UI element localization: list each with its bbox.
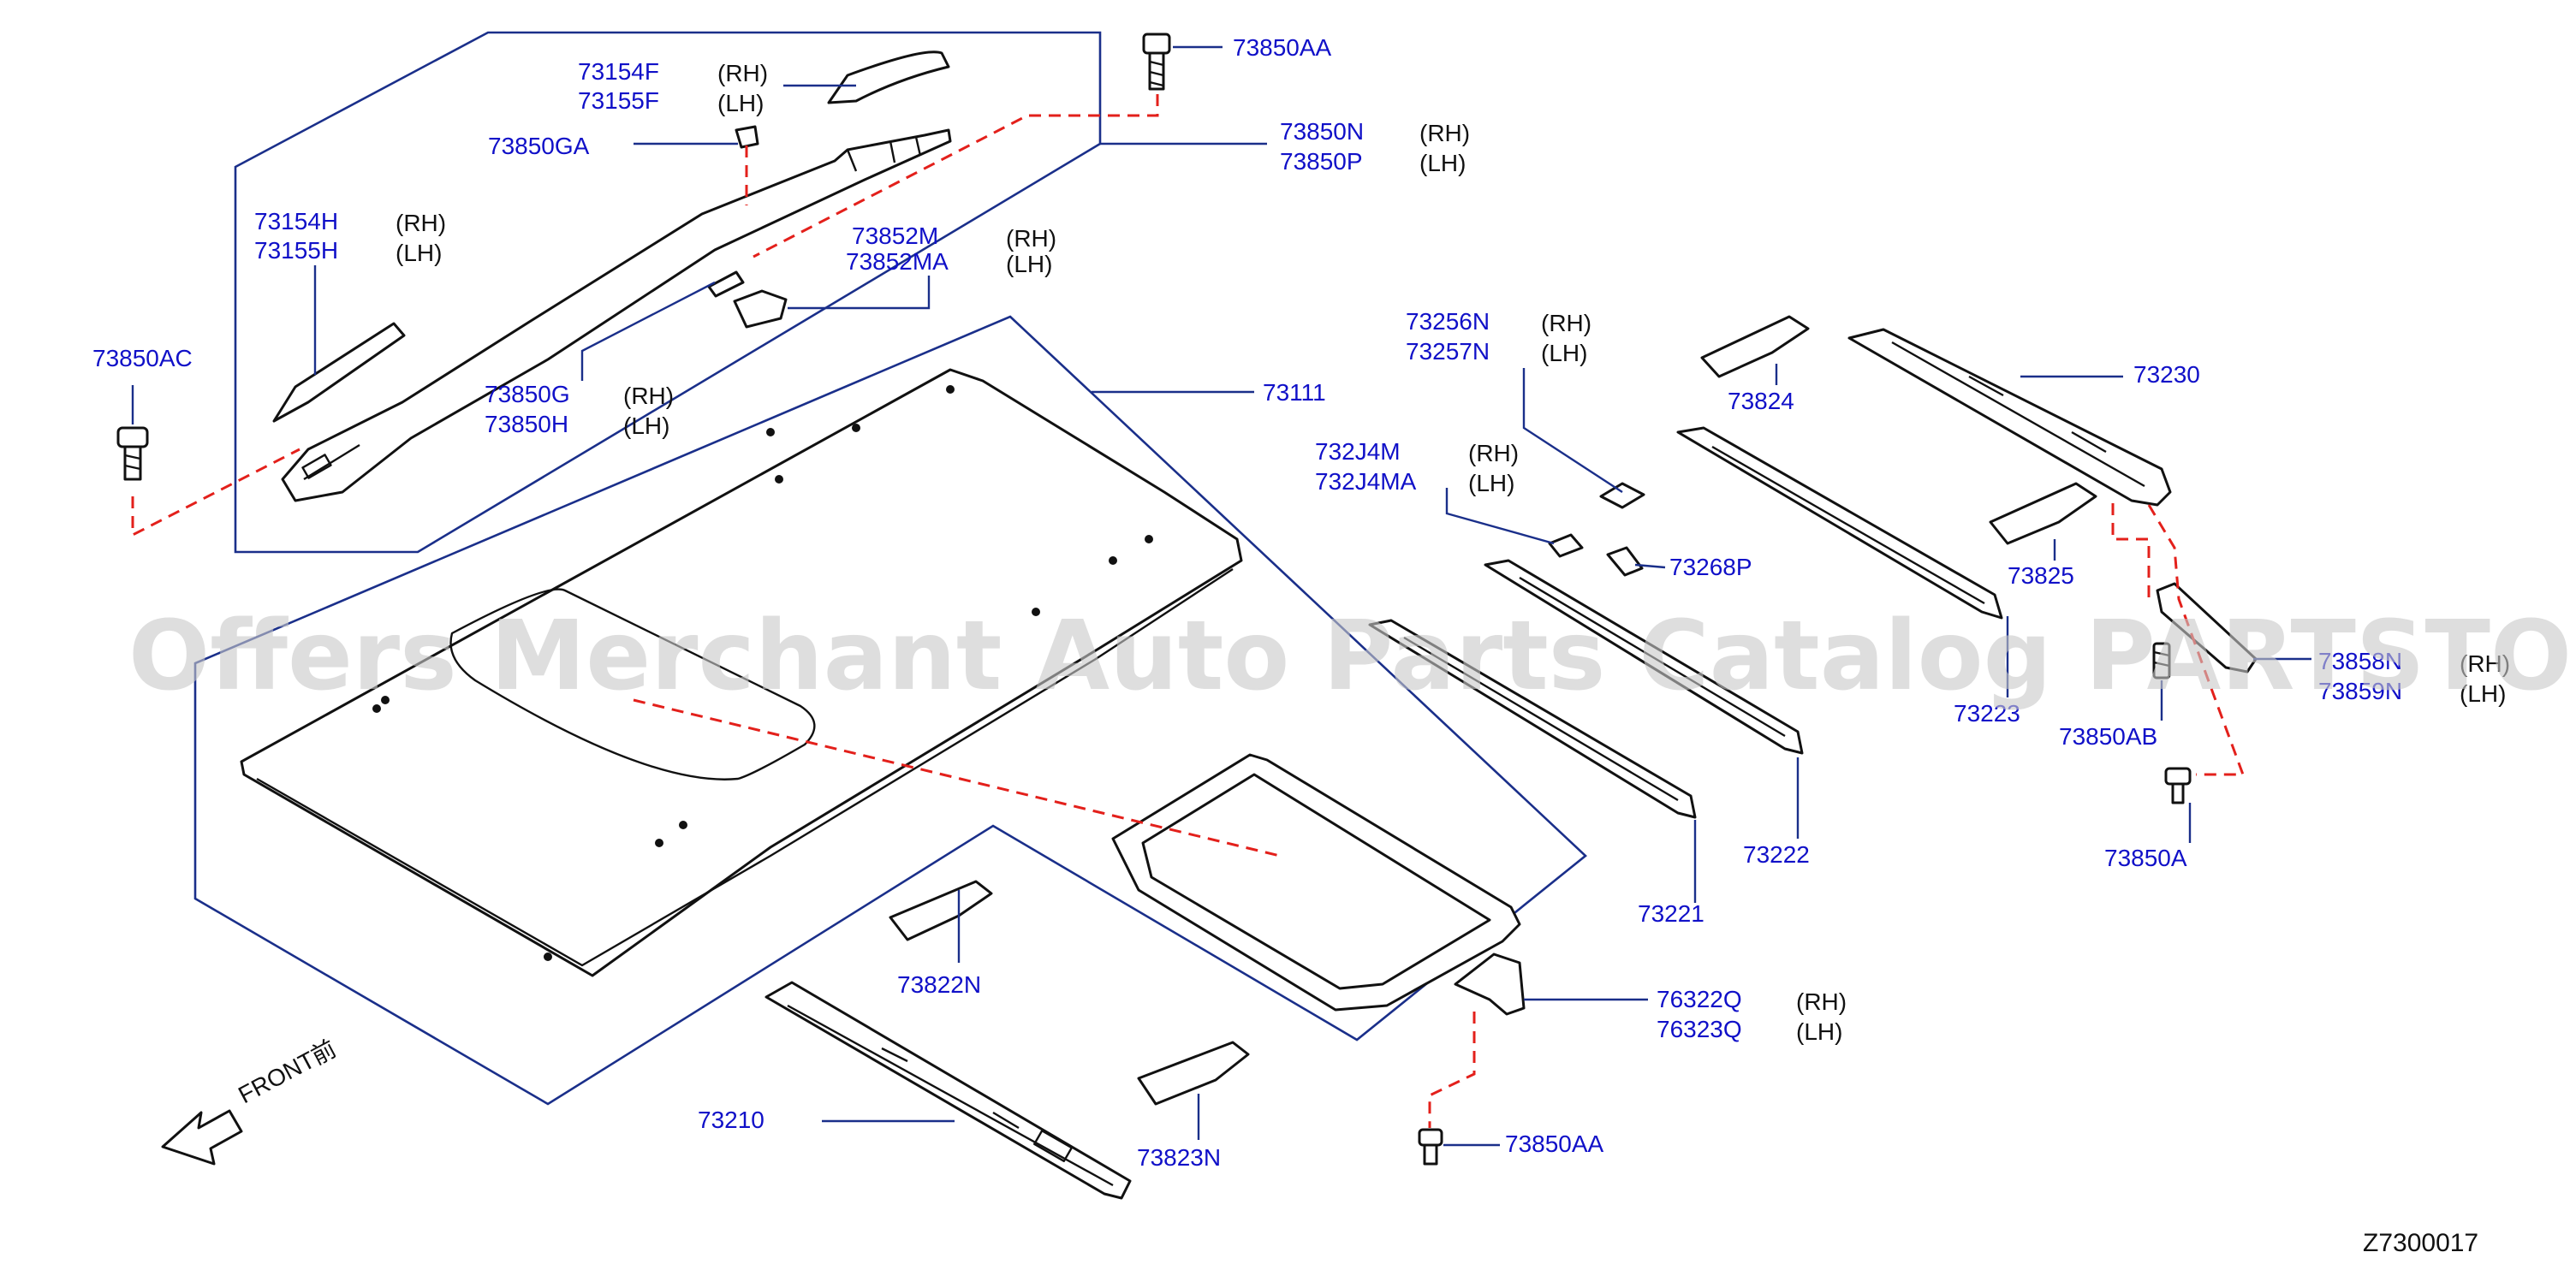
bow-73221[interactable]	[1368, 619, 1697, 819]
bolt-73850AB[interactable]	[2152, 642, 2171, 680]
label-73222: 73222	[1743, 841, 1810, 868]
label-73221: 73221	[1638, 900, 1704, 927]
roof-rail-cover-front[interactable]	[827, 50, 950, 104]
roof-rail-assembly[interactable]	[281, 128, 952, 502]
roof-rail-cover-rear[interactable]	[272, 322, 406, 423]
label-73852MA: 73852MA	[846, 248, 949, 275]
label-73256N: 73256N	[1406, 308, 1490, 335]
label-73850G: 73850G	[485, 381, 570, 407]
label-76323Q: 76323Q	[1657, 1016, 1742, 1042]
roof-panel-fastener-dots	[372, 385, 1153, 961]
bolt-73850A[interactable]	[2164, 767, 2192, 804]
label-73850AA-top: 73850AA	[1233, 34, 1332, 61]
label-732J4MA: 732J4MA	[1315, 468, 1417, 495]
label-73850N: 73850N	[1280, 118, 1364, 145]
label-732J4MA-lh: (LH)	[1468, 470, 1514, 496]
label-73268P: 73268P	[1669, 554, 1752, 580]
front-label: FRONT前	[234, 1036, 340, 1109]
label-73850A: 73850A	[2104, 845, 2187, 871]
label-73850P: 73850P	[1280, 148, 1363, 175]
label-73850AA-bottom: 73850AA	[1505, 1131, 1604, 1157]
label-73155F: 73155F	[578, 87, 659, 114]
label-73111: 73111	[1263, 379, 1326, 406]
label-73154F: 73154F	[578, 58, 659, 85]
bolt-73850AA-top[interactable]	[1142, 33, 1171, 91]
front-direction-arrow: FRONT前	[161, 1036, 341, 1166]
label-73852M: 73852M	[852, 223, 938, 249]
watermark: Offers Merchant Auto Parts Catalog PARTS…	[128, 601, 2576, 712]
roof-rail-group-outline	[234, 31, 1102, 554]
bolt-73850AA-bottom[interactable]	[1418, 1128, 1443, 1166]
label-73223: 73223	[1954, 700, 2020, 727]
label-73210: 73210	[698, 1107, 764, 1133]
rail-clip-73850GA[interactable]	[735, 125, 759, 149]
label-73858N-rh: (RH)	[2460, 650, 2510, 677]
label-73852MA-lh: (LH)	[1006, 251, 1052, 277]
label-73859N-lh: (LH)	[2460, 680, 2506, 707]
label-73850AB: 73850AB	[2059, 723, 2157, 750]
label-73257N-lh: (LH)	[1541, 340, 1587, 366]
label-73850H-lh: (LH)	[623, 412, 669, 439]
label-73154H: 73154H	[254, 208, 338, 234]
label-73230: 73230	[2133, 361, 2200, 388]
label-73154F-rh: (RH)	[717, 60, 768, 86]
label-73859N: 73859N	[2318, 678, 2402, 704]
label-73850P-lh: (LH)	[1419, 150, 1466, 176]
label-73155H-lh: (LH)	[396, 240, 442, 266]
bow-73222[interactable]	[1484, 559, 1804, 755]
label-73850AC: 73850AC	[92, 345, 193, 371]
label-73822N: 73822N	[897, 971, 981, 998]
label-73825: 73825	[2008, 562, 2074, 589]
label-73858N: 73858N	[2318, 648, 2402, 674]
clip-73268P[interactable]	[1606, 546, 1644, 577]
label-73155H: 73155H	[254, 237, 338, 264]
roof-panel[interactable]	[240, 368, 1243, 977]
label-73850GA: 73850GA	[488, 133, 590, 159]
connector-lines	[131, 94, 2246, 1128]
bolt-73850AC[interactable]	[116, 426, 149, 481]
label-73823N: 73823N	[1137, 1144, 1221, 1171]
label-73154H-rh: (RH)	[396, 210, 446, 236]
label-76323Q-lh: (LH)	[1796, 1018, 1842, 1045]
label-73852M-rh: (RH)	[1006, 225, 1056, 252]
label-732J4M-rh: (RH)	[1468, 440, 1519, 466]
bow-73223[interactable]	[1676, 426, 2003, 620]
label-76322Q: 76322Q	[1657, 986, 1742, 1012]
bracket-76322Q[interactable]	[1454, 952, 1526, 1016]
label-73824: 73824	[1728, 388, 1794, 414]
bracket-73823N[interactable]	[1137, 1041, 1250, 1106]
front-header-73210[interactable]	[764, 981, 1132, 1200]
label-73155F-lh: (LH)	[717, 90, 764, 116]
leader-lines	[131, 45, 2311, 1147]
rail-clip-73850G[interactable]	[707, 270, 745, 298]
bracket-73822N[interactable]	[889, 880, 993, 941]
clip-732J4M[interactable]	[1548, 533, 1584, 558]
bracket-73824[interactable]	[1700, 315, 1810, 378]
clip-73256N[interactable]	[1599, 482, 1645, 509]
roof-panel-group-outline	[193, 315, 1587, 1106]
label-73257N: 73257N	[1406, 338, 1490, 365]
label-73850H: 73850H	[485, 411, 568, 437]
label-732J4M: 732J4M	[1315, 438, 1401, 465]
rail-bracket-73852M[interactable]	[733, 289, 788, 329]
bracket-73825[interactable]	[1989, 482, 2097, 545]
label-73256N-rh: (RH)	[1541, 310, 1591, 336]
sunroof-frame[interactable]	[1111, 753, 1521, 1012]
diagram-code: Z7300017	[2363, 1229, 2478, 1257]
label-76322Q-rh: (RH)	[1796, 988, 1847, 1015]
rear-header-73230[interactable]	[1847, 328, 2172, 507]
label-73850N-rh: (RH)	[1419, 120, 1470, 146]
label-73850G-rh: (RH)	[623, 383, 674, 409]
